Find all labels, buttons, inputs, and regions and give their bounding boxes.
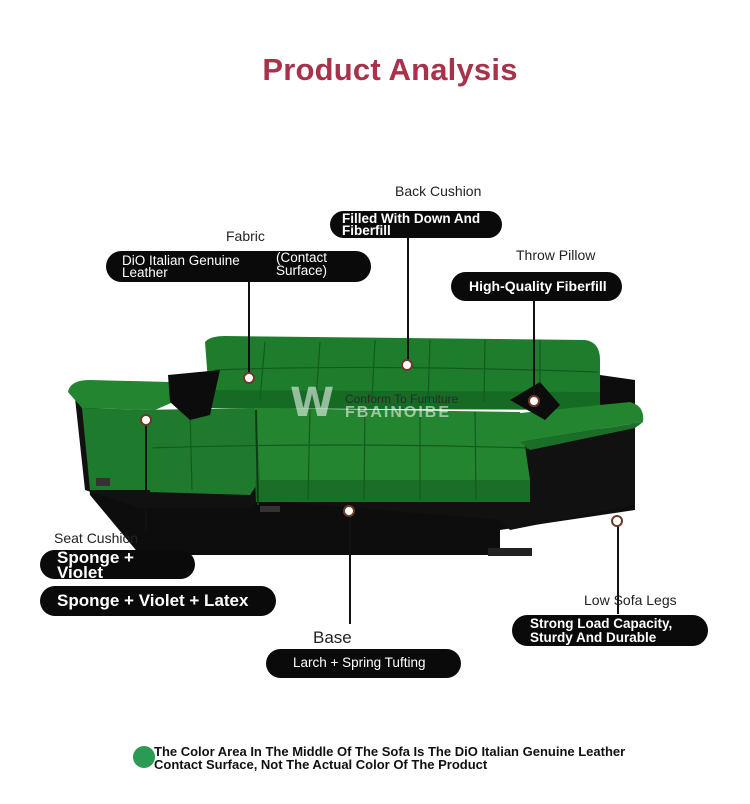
fabric-marker xyxy=(243,372,255,384)
fabric-pill: DiO Italian Genuine Leather (Contact Sur… xyxy=(106,251,371,282)
fabric-pill-line2: Leather xyxy=(122,265,168,280)
page-title: Product Analysis xyxy=(262,52,518,87)
watermark-logo: W xyxy=(290,380,335,426)
throw-pillow-pill-text: High-Quality Fiberfill xyxy=(469,278,607,294)
footer-note-line1: The Color Area In The Middle Of The Sofa… xyxy=(154,744,626,759)
legs-pill-line2: Sturdy And Durable xyxy=(530,630,657,645)
seat-cushion-marker xyxy=(140,414,152,426)
legs-pill-line1: Strong Load Capacity, xyxy=(530,616,673,631)
fabric-pill-line4: Surface) xyxy=(276,263,328,278)
note-color-dot xyxy=(133,746,155,768)
legs-marker xyxy=(611,515,623,527)
back-cushion-label: Back Cushion xyxy=(395,183,482,199)
back-cushion-line xyxy=(407,236,409,364)
seat-cushion-pill-2-text: Sponge + Violet + Latex xyxy=(57,591,249,610)
fabric-pill-line3: (Contact xyxy=(276,251,328,265)
fabric-line xyxy=(248,282,250,378)
watermark-text: Conform To Furniture xyxy=(345,392,459,406)
base-pill: Larch + Spring Tufting xyxy=(266,649,461,678)
throw-pillow-line xyxy=(533,300,535,400)
seat-cushion-pill-2: Sponge + Violet + Latex xyxy=(40,586,276,616)
back-cushion-marker xyxy=(401,359,413,371)
footer-note: The Color Area In The Middle Of The Sofa… xyxy=(154,744,674,772)
base-pill-text: Larch + Spring Tufting xyxy=(293,655,426,670)
base-label: Base xyxy=(313,628,352,647)
throw-pillow-label: Throw Pillow xyxy=(516,247,596,263)
sofa-illustration xyxy=(68,336,644,556)
seat-cushion-pill-1: Sponge + Violet xyxy=(40,550,195,579)
base-line xyxy=(349,512,351,624)
fabric-label: Fabric xyxy=(226,228,265,244)
low-sofa-legs-label: Low Sofa Legs xyxy=(584,592,677,608)
fabric-pill-line1: DiO Italian Genuine xyxy=(122,253,240,268)
base-marker xyxy=(343,505,355,517)
throw-pillow-pill: High-Quality Fiberfill xyxy=(451,272,622,301)
back-cushion-pill: Filled With Down And Fiberfill xyxy=(330,211,502,238)
footer-note-line2: Contact Surface, Not The Actual Color Of… xyxy=(154,756,488,772)
watermark-subtext: FBAINOIBE xyxy=(345,404,451,421)
seat-cushion-pill-1-line2: Violet xyxy=(57,563,103,579)
seat-cushion-label: Seat Cushion xyxy=(54,530,139,546)
seat-cushion-line xyxy=(145,420,147,532)
legs-line xyxy=(617,520,619,614)
throw-pillow-marker xyxy=(528,395,540,407)
seat-cushion-pill-1-line1: Sponge + xyxy=(57,550,134,567)
low-sofa-legs-pill: Strong Load Capacity, Sturdy And Durable xyxy=(512,615,708,646)
back-cushion-pill-line1: Filled With Down And xyxy=(342,211,481,226)
back-cushion-pill-line2: Fiberfill xyxy=(342,223,391,238)
